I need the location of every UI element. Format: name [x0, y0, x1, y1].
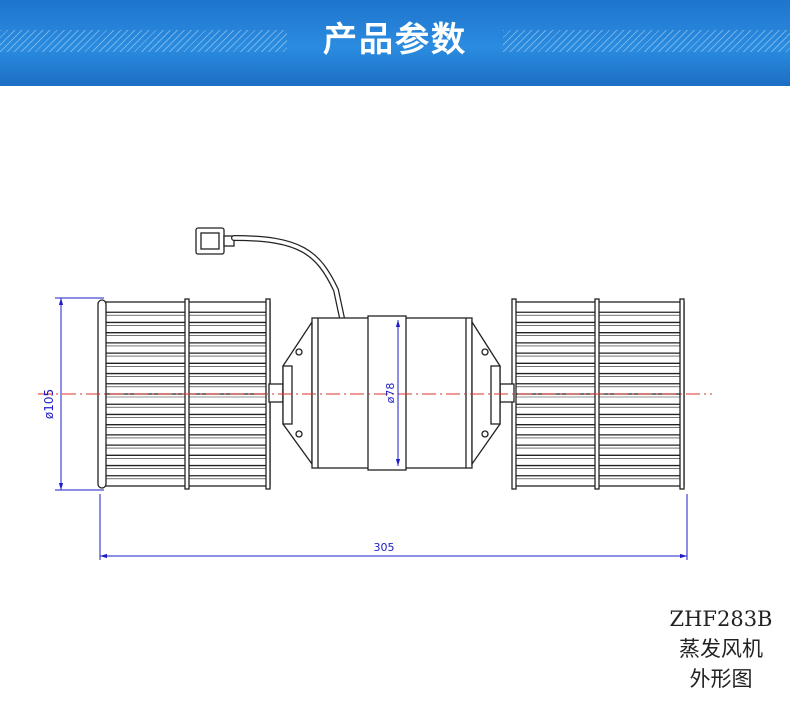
- overall-length-label: 305: [374, 541, 395, 554]
- product-name: 蒸发风机: [679, 637, 763, 661]
- motor-shaft: [268, 383, 515, 403]
- fan-diameter-dimension: [55, 297, 104, 491]
- connector-plug: [195, 227, 235, 255]
- motor-diameter-label: ø78: [384, 383, 397, 404]
- header-banner: 产品参数: [0, 0, 790, 86]
- motor-body: [282, 315, 501, 471]
- banner-title: 产品参数: [323, 20, 467, 60]
- drawing-type: 外形图: [689, 667, 753, 691]
- banner-hatch-left: [0, 30, 287, 52]
- overall-length-dimension: [99, 494, 688, 560]
- banner-hatch-right: [503, 30, 790, 52]
- fan-diameter-label: ø105: [42, 389, 56, 419]
- drawing-caption: ZHF283B 蒸发风机 外形图: [666, 604, 776, 694]
- model-number: ZHF283B: [669, 607, 773, 631]
